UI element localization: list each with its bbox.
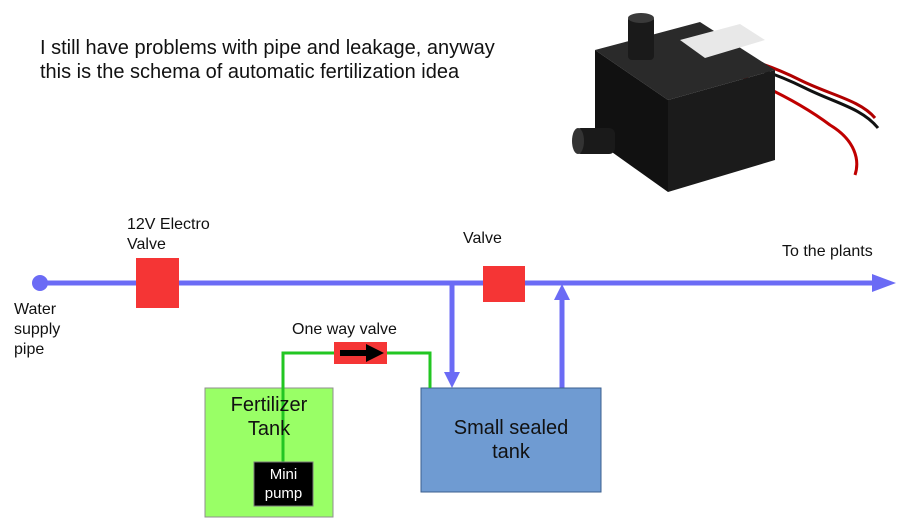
electro-valve-label: 12V Electro Valve [127,215,210,255]
branch-down-arrowhead [444,372,460,388]
fertilizer-tank-label: Fertilizer Tank [205,393,333,441]
one-way-valve-label: One way valve [292,321,397,339]
main-pipe-arrowhead [872,274,896,292]
electro-valve-block [136,258,179,308]
to-plants-label: To the plants [782,243,873,261]
pump-photo [572,13,878,192]
intro-note: I still have problems with pipe and leak… [40,36,500,84]
water-supply-label: Water supply pipe [14,300,60,360]
valve-label: Valve [463,230,502,248]
return-up-arrowhead [554,284,570,300]
mini-pump-label: Mini pump [254,465,313,503]
small-sealed-tank-label: Small sealed tank [421,416,601,464]
valve-block [483,266,525,302]
pump-outlet-top-cap [628,13,654,23]
pump-inlet-front-cap [572,128,584,154]
supply-inlet-dot [32,275,48,291]
